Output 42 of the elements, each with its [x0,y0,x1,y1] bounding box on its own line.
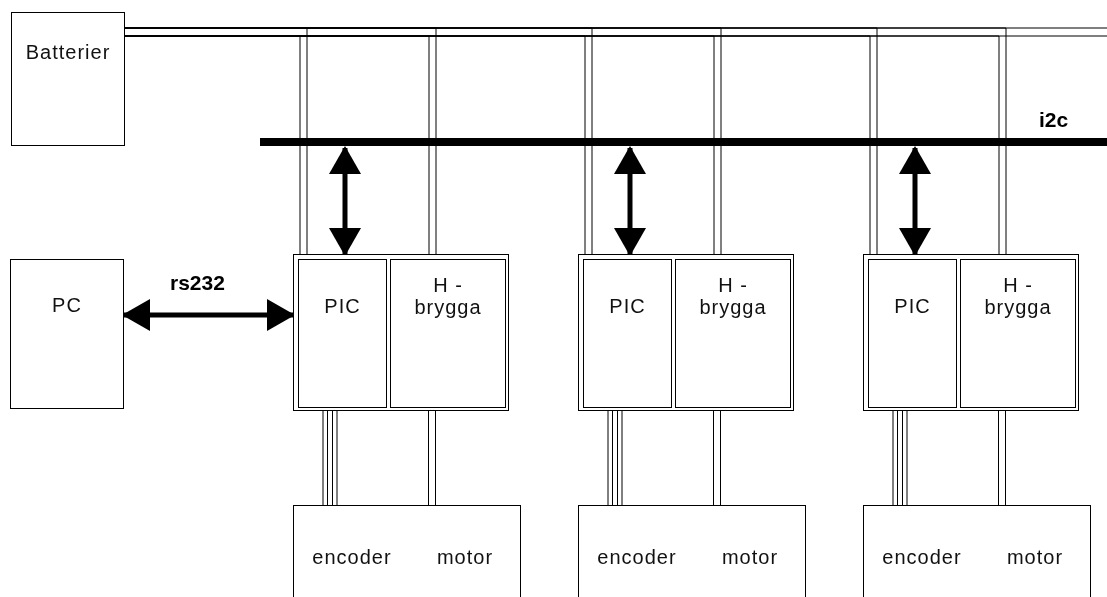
component-label: encoder [882,546,962,568]
double-arrow [899,146,931,256]
double-arrow [329,146,361,256]
component-label: encoder [597,546,677,568]
component-label: PC [52,294,82,316]
wire-line [998,410,1006,506]
component-box [960,259,1076,408]
wire-line [607,410,623,506]
component-box [583,259,672,408]
double-arrow [614,146,646,256]
component-box [695,505,806,597]
component-box [10,259,124,409]
wire-line [892,410,908,506]
bus-label: i2c [1039,108,1069,132]
component-box [410,505,521,597]
component-label: encoder [312,546,392,568]
wire-line [713,410,721,506]
double-arrow [122,299,295,331]
component-label: H - brygga [698,274,768,318]
component-label: motor [1006,546,1064,568]
component-label: Batterier [25,41,111,63]
component-box [390,259,506,408]
wire-line [428,410,436,506]
module-box [578,254,794,411]
component-box [578,505,696,597]
component-box [298,259,387,408]
component-box [675,259,791,408]
component-box [293,505,411,597]
component-label: H - brygga [413,274,483,318]
component-label: motor [721,546,779,568]
component-box [868,259,957,408]
module-box [293,254,509,411]
module-box [863,254,1079,411]
component-box [980,505,1091,597]
component-label: H - brygga [983,274,1053,318]
component-box [863,505,981,597]
component-label: PIC [609,295,646,317]
component-label: PIC [894,295,931,317]
component-box [11,12,125,146]
component-label: PIC [324,295,361,317]
component-label: motor [436,546,494,568]
wire-line [322,410,338,506]
